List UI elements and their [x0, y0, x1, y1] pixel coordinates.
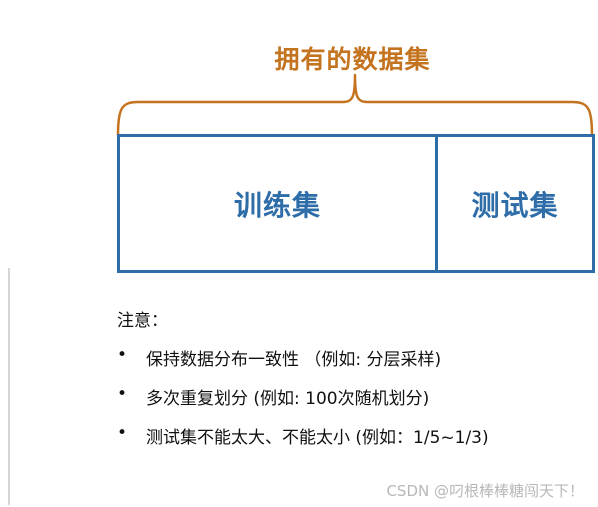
dataset-split-box: 训练集 测试集: [117, 134, 595, 273]
note-text: 保持数据分布一致性 （例如: 分层采样): [146, 350, 442, 370]
watermark-text: CSDN @叼根棒棒糖闯天下！: [386, 482, 584, 500]
dataset-title: 拥有的数据集: [274, 45, 431, 74]
test-set-cell: 测试集: [438, 137, 592, 270]
test-set-label: 测试集: [471, 188, 559, 222]
training-set-label: 训练集: [233, 188, 321, 222]
dataset-brace: [116, 73, 594, 137]
bullet-icon: •: [117, 384, 128, 404]
note-text: 多次重复划分 (例如: 100次随机划分): [146, 389, 430, 409]
left-margin-line: [8, 268, 10, 505]
note-text: 测试集不能太大、不能太小 (例如：1/5~1/3): [146, 428, 489, 448]
bullet-icon: •: [117, 345, 128, 365]
bullet-icon: •: [117, 423, 128, 443]
training-set-cell: 训练集: [120, 137, 438, 270]
notes-heading: 注意：: [117, 311, 168, 331]
